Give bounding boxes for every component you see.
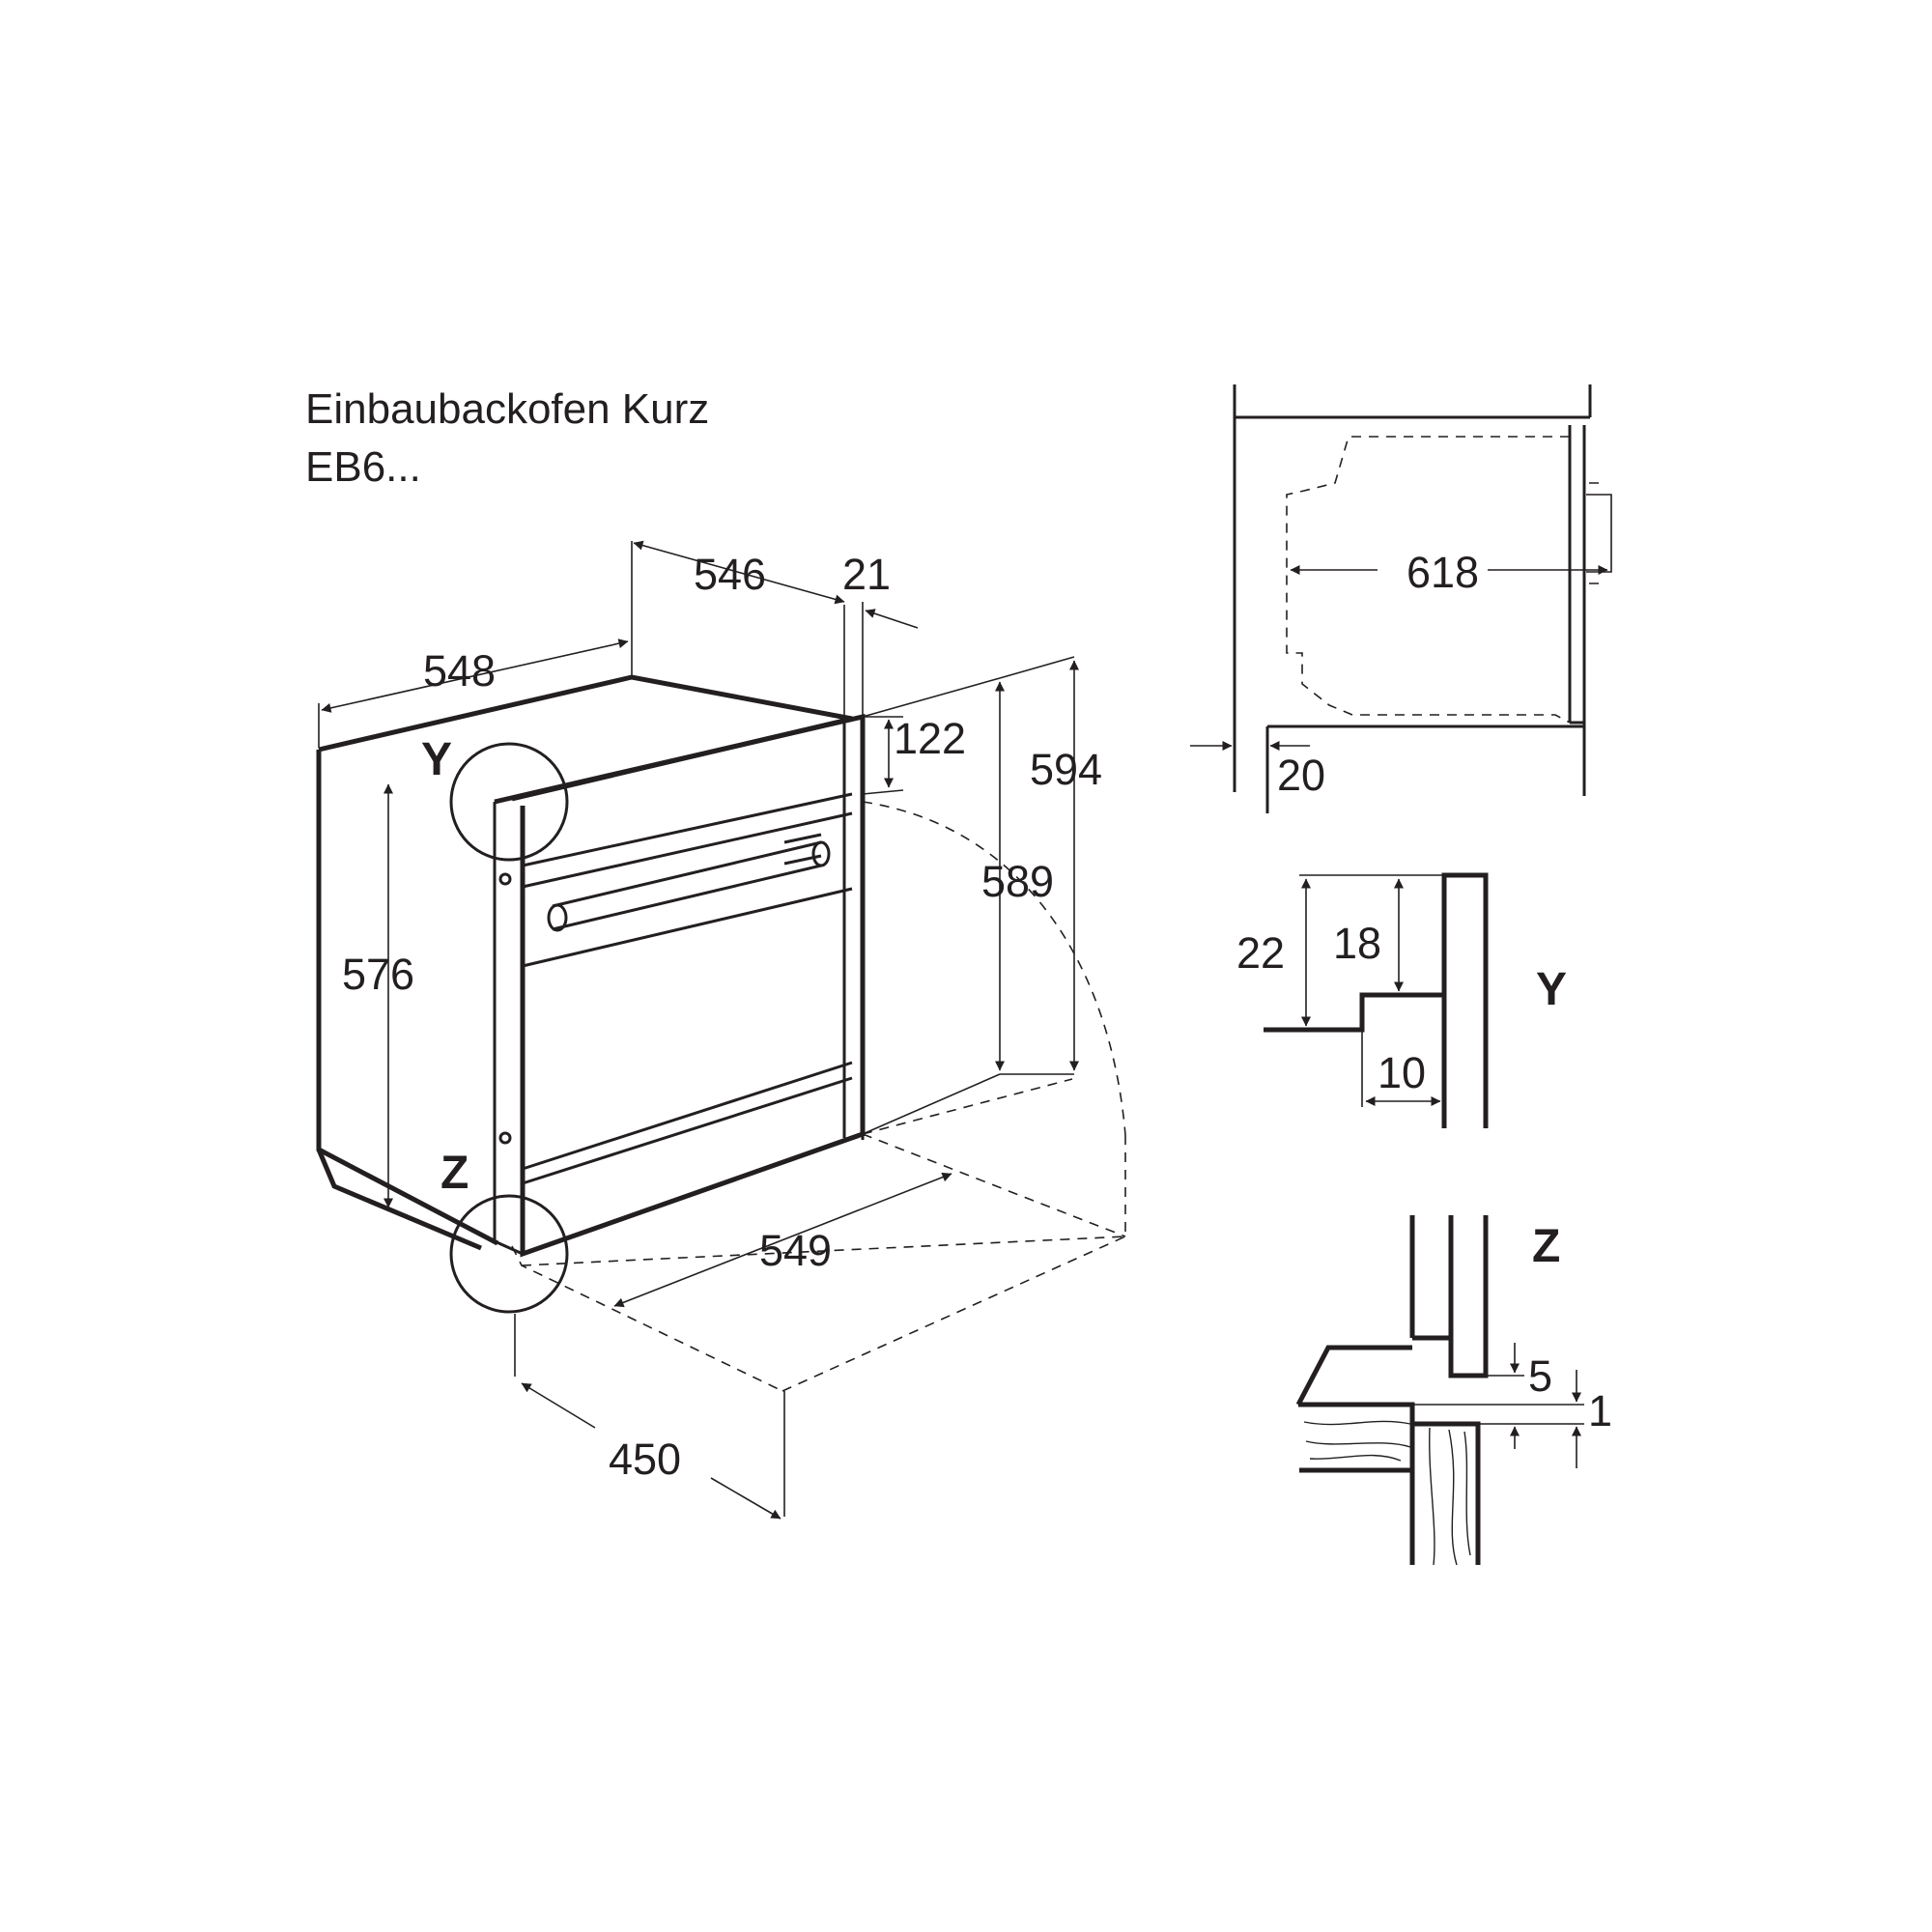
dim-z-gap-value: 5	[1528, 1351, 1552, 1401]
dim-cavity-width-value: 549	[759, 1226, 832, 1275]
dim-y-step-total-value: 22	[1236, 928, 1285, 978]
detail-z: Z 5 1	[1295, 1215, 1612, 1566]
dim-cavity-depth-value: 450	[609, 1435, 681, 1484]
dim-cavity-height: 589	[862, 677, 1054, 1135]
dim-oven-depth: 546	[633, 540, 845, 717]
dim-cavity-height-value: 589	[981, 857, 1054, 906]
dim-front-height-value: 594	[1030, 745, 1102, 794]
title-line-1: Einbaubackofen Kurz	[305, 385, 709, 433]
detail-z-marker	[449, 1194, 569, 1314]
side-view: 618 20	[1190, 384, 1612, 813]
dim-front-thickness: 21	[842, 550, 919, 717]
dim-front-offset-value: 20	[1277, 751, 1325, 800]
dim-oven-width-value: 548	[423, 646, 496, 696]
detail-z-label: Z	[440, 1148, 469, 1199]
dim-oven-depth-value: 546	[694, 550, 766, 599]
dim-control-panel-height: 122	[862, 714, 966, 795]
dim-oven-width: 548	[318, 541, 633, 748]
oven-isometric	[316, 674, 866, 1258]
dim-z-gap-lower-value: 1	[1588, 1386, 1612, 1435]
detail-y-heading: Y	[1536, 964, 1567, 1015]
dim-control-panel-height-value: 122	[894, 714, 966, 763]
dim-oven-body-height: 576	[342, 783, 414, 1208]
dim-y-step-upper-value: 18	[1333, 919, 1381, 968]
dim-cavity-width: 549	[613, 1172, 952, 1308]
dim-cavity-depth: 450	[514, 1314, 785, 1520]
dim-y-step-width-value: 10	[1378, 1048, 1426, 1097]
dim-front-height: 594	[999, 656, 1102, 1075]
dim-total-depth-value: 618	[1406, 548, 1479, 597]
dim-front-thickness-value: 21	[842, 550, 891, 599]
dim-oven-body-height-value: 576	[342, 950, 414, 999]
oven-door-handle	[552, 840, 822, 931]
title-line-2: EB6...	[305, 443, 421, 491]
detail-y: 22 18 10 Y	[1236, 872, 1567, 1128]
detail-z-heading: Z	[1532, 1221, 1560, 1272]
detail-y-label: Y	[421, 734, 452, 785]
detail-y-marker	[449, 742, 569, 862]
